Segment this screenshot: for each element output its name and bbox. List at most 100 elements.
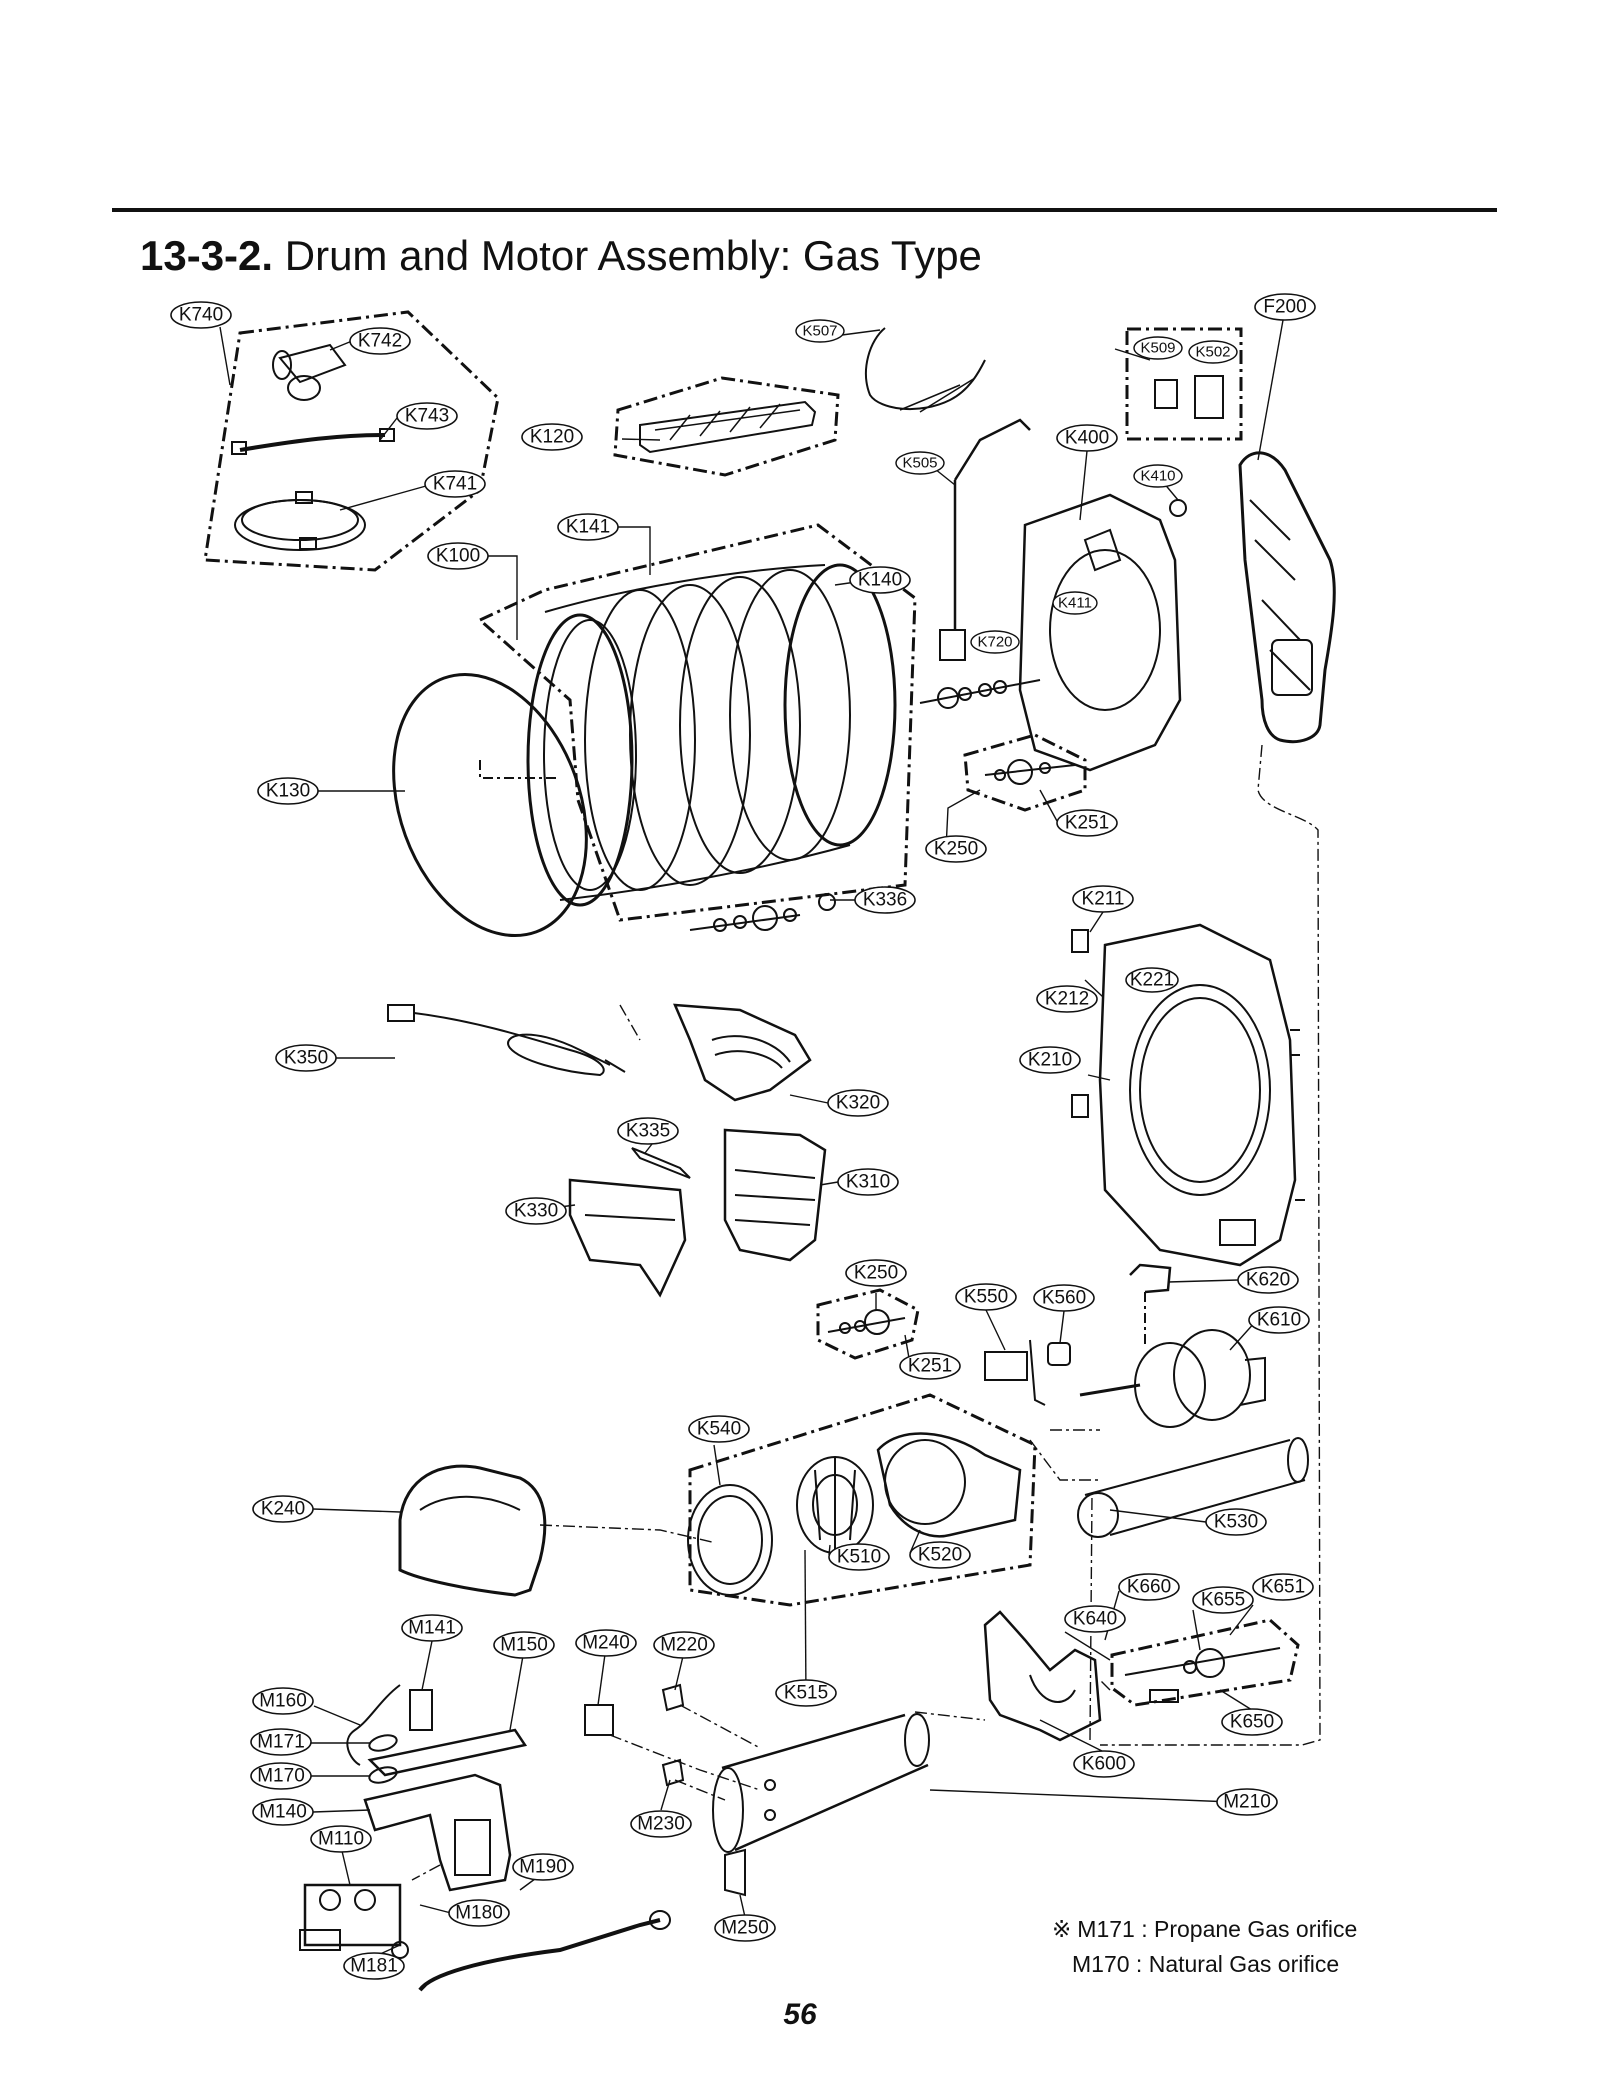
leader-lines (219, 308, 1286, 1956)
svg-text:M181: M181 (350, 1956, 398, 1977)
orifice-m170-part (368, 1766, 398, 1784)
callout-k520: K520 (909, 1541, 971, 1569)
callout-k320: K320 (827, 1089, 889, 1117)
svg-text:K509: K509 (1140, 340, 1175, 357)
svg-text:F200: F200 (1263, 297, 1306, 318)
svg-text:K240: K240 (261, 1499, 305, 1520)
page-number: 56 (783, 1998, 817, 2031)
page-title: 13-3-2. Drum and Motor Assembly: Gas Typ… (140, 232, 982, 280)
svg-text:M190: M190 (519, 1857, 567, 1878)
svg-text:K720: K720 (977, 634, 1012, 651)
callout-k240: K240 (252, 1495, 314, 1523)
svg-text:M240: M240 (582, 1633, 630, 1654)
gas-pipe-m190-part (418, 1918, 661, 1992)
section-title: Drum and Motor Assembly: Gas Type (284, 232, 982, 279)
callout-k250-upper: K250 (925, 835, 987, 863)
svg-text:K640: K640 (1073, 1609, 1117, 1630)
svg-text:K655: K655 (1201, 1590, 1245, 1611)
wire-harness-part (865, 327, 986, 411)
part-drawings (203, 310, 1336, 1992)
group-outline-k140 (477, 523, 917, 922)
callout-k540: K540 (688, 1415, 750, 1443)
callout-k251-upper: K251 (1056, 809, 1118, 837)
callout-k660: K660 (1118, 1573, 1180, 1601)
callout-m220: M220 (653, 1631, 715, 1659)
callout-k335: K335 (617, 1117, 679, 1145)
callout-k741: K741 (424, 470, 486, 498)
callout-k211: K211 (1072, 885, 1134, 913)
callout-m180: M180 (448, 1899, 510, 1927)
group-outline-k650 (1110, 1618, 1300, 1707)
callout-k509: K509 (1133, 336, 1183, 360)
callout-k510: K510 (828, 1543, 890, 1571)
blower-wheel-part (796, 1456, 874, 1554)
svg-text:K120: K120 (530, 427, 574, 448)
svg-text:K550: K550 (964, 1287, 1008, 1308)
svg-text:K212: K212 (1045, 989, 1089, 1010)
exhaust-pipe-part (1077, 1437, 1309, 1538)
svg-text:M170: M170 (257, 1766, 305, 1787)
callout-k640: K640 (1064, 1605, 1126, 1633)
burner-bracket-part (983, 1610, 1102, 1742)
svg-text:K140: K140 (858, 570, 902, 591)
callout-k100: K100 (427, 542, 489, 570)
bracket-m250-part (724, 1848, 746, 1897)
rod-part (953, 418, 1031, 630)
callout-m150: M150 (493, 1631, 555, 1659)
svg-text:K130: K130 (266, 781, 310, 802)
blower-seal-part (687, 1484, 773, 1596)
callout-m250: M250 (714, 1914, 776, 1942)
svg-text:K530: K530 (1214, 1512, 1258, 1533)
svg-text:K600: K600 (1082, 1754, 1126, 1775)
callout-k141: K141 (557, 513, 619, 541)
sensor-m141-part (409, 1689, 433, 1731)
blower-cover-part (398, 1464, 547, 1597)
svg-text:K610: K610 (1257, 1310, 1301, 1331)
svg-text:K651: K651 (1261, 1577, 1305, 1598)
svg-text:M110: M110 (318, 1829, 364, 1850)
callout-k410: K410 (1133, 464, 1183, 488)
rear-shaft-part (919, 679, 1041, 709)
svg-text:K330: K330 (514, 1201, 558, 1222)
callout-k251-lower: K251 (899, 1352, 961, 1380)
callout-m140: M140 (252, 1798, 314, 1826)
svg-text:K335: K335 (626, 1121, 670, 1142)
callout-m160: M160 (252, 1687, 314, 1715)
callout-m190: M190 (512, 1853, 574, 1881)
svg-text:K540: K540 (697, 1419, 741, 1440)
svg-text:M150: M150 (500, 1635, 548, 1656)
callout-k651: K651 (1252, 1573, 1314, 1601)
svg-text:K251: K251 (908, 1356, 952, 1377)
callout-m171: M171 (250, 1728, 312, 1756)
callout-k740: K740 (170, 301, 232, 329)
lint-filter-part (723, 1128, 827, 1262)
callout-m230: M230 (630, 1810, 692, 1838)
filter-housing-part (673, 1003, 812, 1102)
svg-text:K250: K250 (854, 1263, 898, 1284)
callout-k400: K400 (1056, 424, 1118, 452)
svg-text:K560: K560 (1042, 1288, 1086, 1309)
group-outline-k250b (816, 1288, 920, 1360)
callout-m210: M210 (1216, 1788, 1278, 1816)
callout-k250-lower: K250 (845, 1259, 907, 1287)
callout-k743: K743 (396, 402, 458, 430)
clip-m230-part (661, 1758, 685, 1787)
connection-lines (411, 744, 1321, 1881)
thermistor-part (1047, 1342, 1071, 1366)
svg-text:M250: M250 (721, 1918, 769, 1939)
svg-text:K411: K411 (1058, 595, 1092, 612)
wire-m160-part (346, 1684, 401, 1766)
front-bulkhead-part (1098, 923, 1297, 1267)
note-symbol: ※ (1052, 1917, 1072, 1943)
callout-k742: K742 (349, 327, 411, 355)
svg-text:M171: M171 (257, 1732, 305, 1753)
igniter-m240-part (584, 1704, 614, 1736)
svg-text:K660: K660 (1127, 1577, 1171, 1598)
svg-text:M160: M160 (259, 1691, 307, 1712)
svg-text:K740: K740 (179, 305, 223, 326)
clip-m220-part (661, 1683, 685, 1712)
callout-k310: K310 (837, 1168, 899, 1196)
callout-m181: M181 (343, 1952, 405, 1980)
callout-k130: K130 (257, 777, 319, 805)
front-seal-part (392, 672, 588, 938)
